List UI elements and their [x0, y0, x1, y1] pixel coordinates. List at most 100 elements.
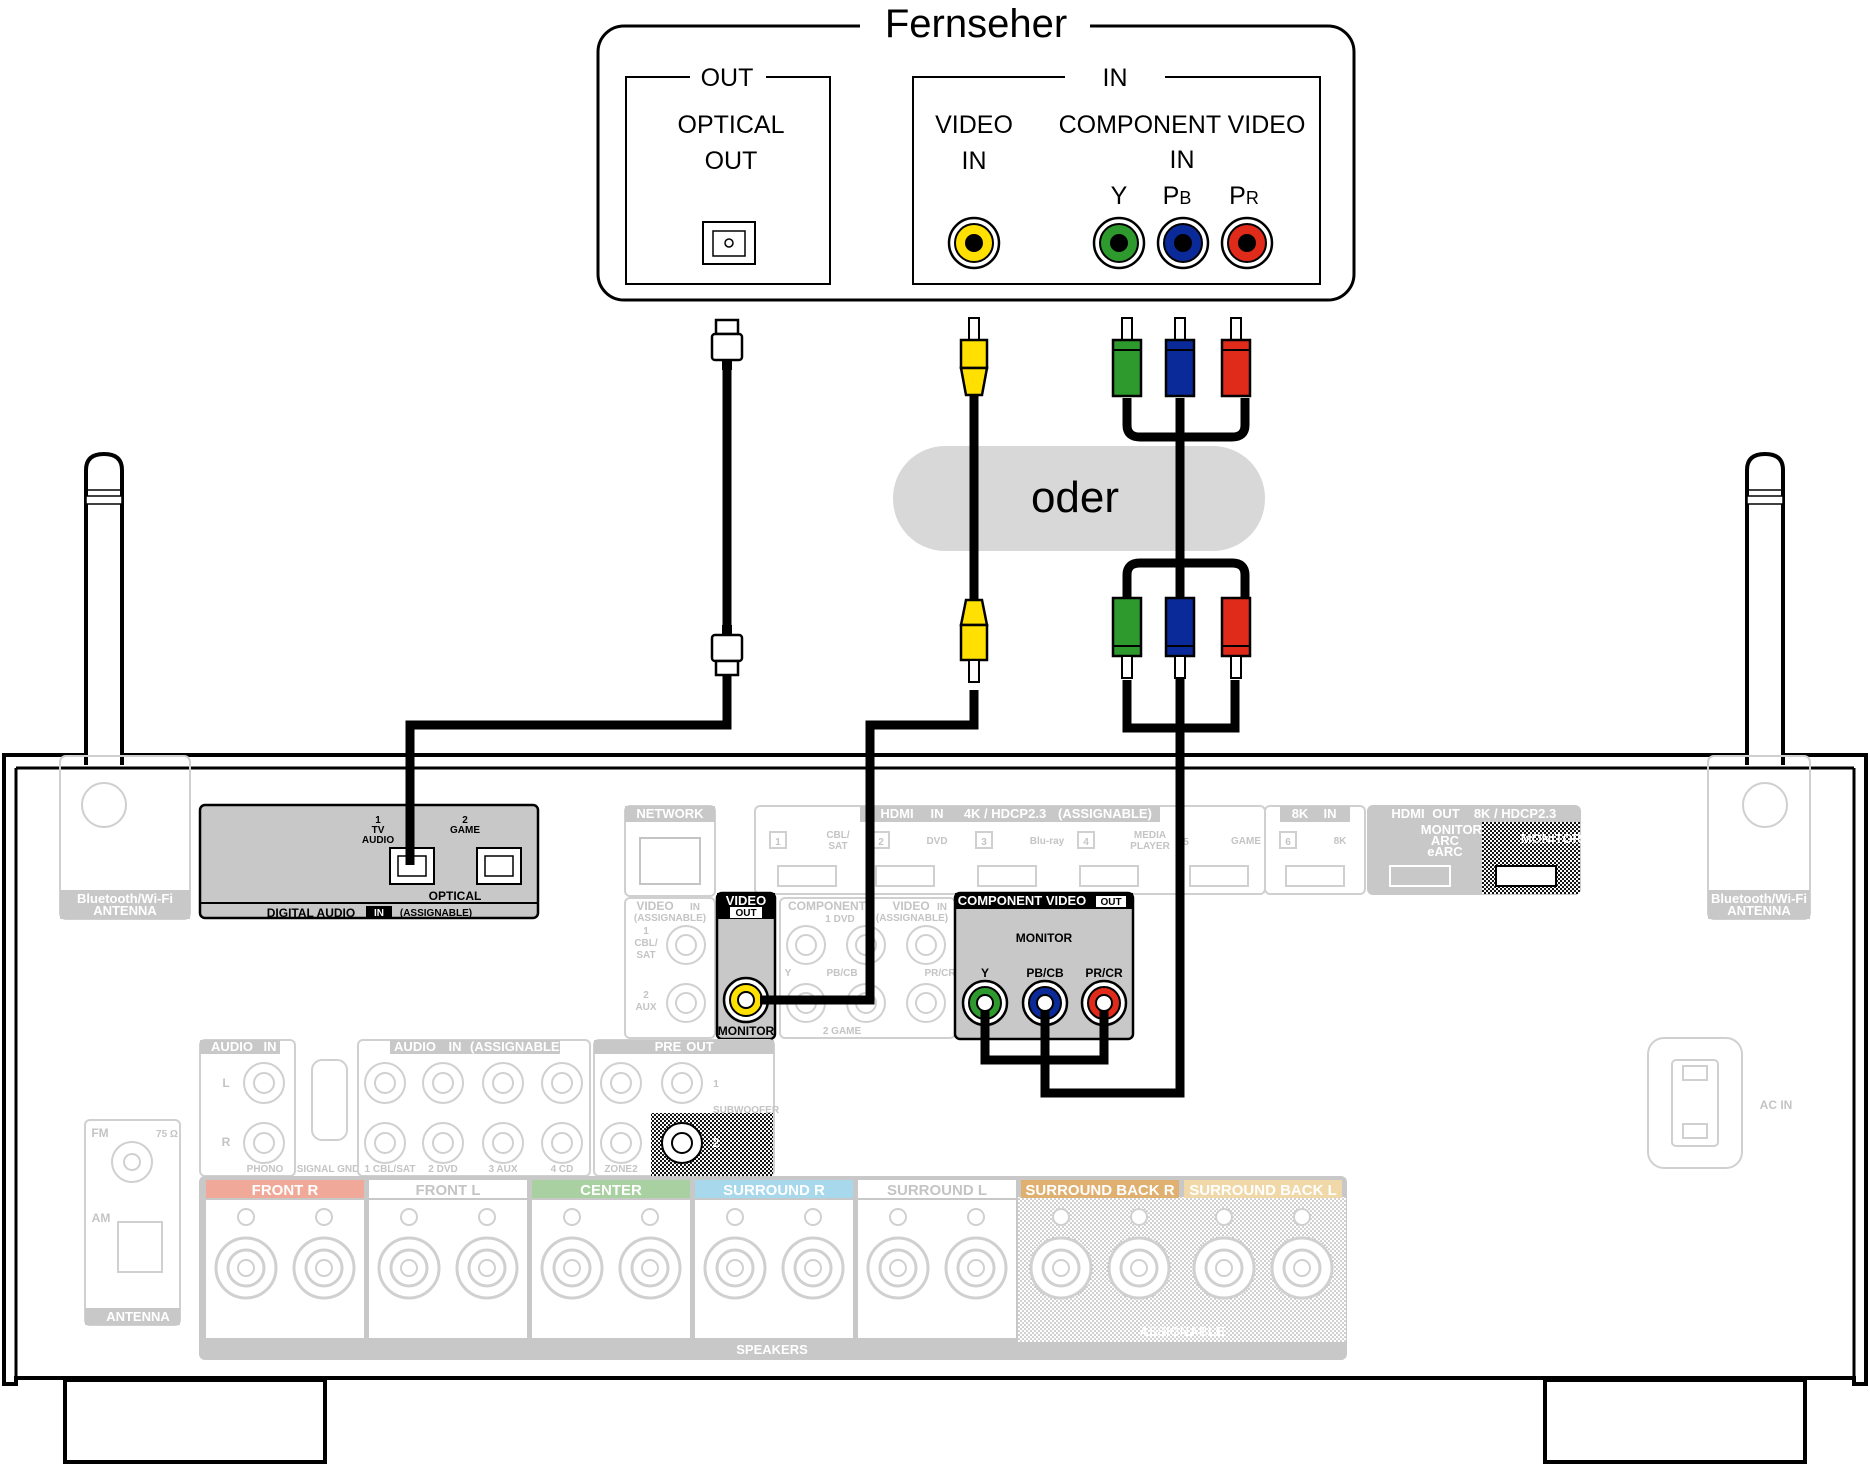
tv-component-pb-jack[interactable]: [1156, 216, 1210, 270]
svg-text:VIDEO: VIDEO: [892, 899, 929, 913]
speaker-terminal-plus[interactable]: [377, 1208, 441, 1300]
hdmi-in-port-3[interactable]: [977, 865, 1037, 887]
speaker-terminal-plus[interactable]: [703, 1208, 767, 1300]
ac-in-panel: AC IN: [1647, 1037, 1793, 1169]
speaker-terminal-minus[interactable]: [292, 1208, 356, 1300]
ac-in-socket[interactable]: [1647, 1037, 1743, 1169]
svg-text:R: R: [222, 1135, 231, 1149]
tv-component-y-jack[interactable]: [1092, 216, 1146, 270]
antenna-right[interactable]: [1745, 451, 1785, 765]
antenna-left[interactable]: [84, 451, 124, 765]
speaker-terminal-plus[interactable]: [214, 1208, 278, 1300]
speaker-group-front-l: FRONT L: [369, 1180, 527, 1338]
tv-optical-out-label-2: OUT: [705, 147, 758, 175]
svg-text:MEDIA: MEDIA: [1134, 830, 1166, 841]
speaker-terminal-minus[interactable]: [1270, 1208, 1334, 1300]
speaker-terminal-plus[interactable]: [866, 1208, 930, 1300]
hdmi-in-assignable: (ASSIGNABLE): [1058, 806, 1152, 821]
svg-text:CBL/: CBL/: [634, 938, 658, 949]
svg-text:ANTENNA: ANTENNA: [106, 1309, 170, 1324]
antenna-right-panel: Bluetooth/Wi-Fi ANTENNA: [1707, 755, 1811, 920]
composite-video-cable[interactable]: [760, 317, 989, 1005]
tv-optical-port[interactable]: [702, 221, 756, 265]
svg-text:IN: IN: [690, 902, 700, 913]
svg-text:4: 4: [1083, 837, 1089, 848]
component-out-pb-jack[interactable]: [1021, 979, 1069, 1027]
oder-label: oder: [1031, 473, 1119, 522]
am-antenna-terminal[interactable]: [117, 1221, 163, 1273]
svg-text:2: 2: [712, 1135, 719, 1150]
hdmi-in-port-5[interactable]: [1189, 865, 1249, 887]
tv-video-in-jack[interactable]: [947, 216, 1001, 270]
svg-text:4 CD: 4 CD: [551, 1164, 574, 1175]
svg-text:AM: AM: [92, 1211, 111, 1225]
svg-text:3 AUX: 3 AUX: [488, 1164, 517, 1175]
speaker-group-surround-r: SURROUND R: [695, 1180, 853, 1338]
tv-video-in-label-2: IN: [962, 147, 987, 175]
speaker-group-front-r: FRONT R: [206, 1180, 364, 1338]
hdmi-in-port-2[interactable]: [875, 865, 935, 887]
speaker-terminal-plus[interactable]: [1029, 1208, 1093, 1300]
component-out-pb-label: PB/CB: [1026, 966, 1064, 980]
signal-gnd-terminal[interactable]: [311, 1059, 348, 1141]
oder-badge: oder: [893, 446, 1265, 551]
speaker-terminal-plus[interactable]: [1192, 1208, 1256, 1300]
tv-pb-label: PB: [1163, 182, 1192, 210]
component-out-y-label: Y: [981, 966, 989, 980]
speaker-terminal-minus[interactable]: [781, 1208, 845, 1300]
hdmi-out-title: HDMI: [1391, 806, 1424, 821]
ac-in-label: AC IN: [1760, 1098, 1793, 1112]
hdmi-in-port-4[interactable]: [1079, 865, 1139, 887]
svg-text:SAT: SAT: [828, 841, 847, 852]
svg-text:1: 1: [713, 1079, 719, 1090]
speaker-terminal-minus[interactable]: [618, 1208, 682, 1300]
phono-r-jack[interactable]: [243, 1122, 285, 1164]
video-in-faint-panel: VIDEO IN (ASSIGNABLE) 1 CBL/ SAT 2 AUX: [624, 897, 716, 1039]
svg-text:1 DVD: 1 DVD: [825, 914, 854, 925]
antenna-left-label-1: Bluetooth/Wi-Fi: [77, 891, 173, 906]
svg-text:75 Ω: 75 Ω: [156, 1129, 178, 1140]
svg-text:5: 5: [1183, 837, 1189, 848]
network-label: NETWORK: [636, 806, 704, 821]
speaker-terminal-minus[interactable]: [1107, 1208, 1171, 1300]
speaker-group-surround-back-l: SURROUND BACK L: [1184, 1180, 1342, 1300]
speaker-terminal-plus[interactable]: [540, 1208, 604, 1300]
hdmi-in-title: HDMI: [880, 806, 913, 821]
svg-text:SAT: SAT: [636, 950, 655, 961]
hdmi-out-monitor2-port[interactable]: [1495, 865, 1557, 887]
fm-antenna-jack[interactable]: [111, 1141, 153, 1183]
component-video-cable[interactable]: [980, 317, 1252, 1098]
speaker-terminal-minus[interactable]: [944, 1208, 1008, 1300]
svg-text:L: L: [222, 1076, 229, 1090]
svg-text:IN: IN: [264, 1039, 277, 1054]
video-out-monitor-jack[interactable]: [722, 976, 770, 1024]
video-in-faint-jack-1[interactable]: [666, 925, 706, 965]
digital-audio-port1-num: 1: [375, 815, 381, 826]
tv-component-in-label-1: COMPONENT VIDEO: [1059, 111, 1306, 139]
svg-text:6: 6: [1285, 837, 1291, 848]
hdmi-in-port-6[interactable]: [1285, 865, 1345, 887]
tv-component-pr-jack[interactable]: [1220, 216, 1274, 270]
optical-cable[interactable]: [405, 318, 744, 865]
hdmi-in-port-1[interactable]: [777, 865, 837, 887]
svg-text:AUDIO: AUDIO: [211, 1039, 253, 1054]
speaker-group-label: SURROUND L: [887, 1182, 987, 1199]
svg-text:DVD: DVD: [926, 836, 947, 847]
antenna-left-label-2: ANTENNA: [93, 903, 157, 918]
video-in-faint-jack-2[interactable]: [666, 983, 706, 1023]
hdmi-out-monitor1-port[interactable]: [1389, 865, 1451, 887]
component-out-pr-jack[interactable]: [1080, 979, 1128, 1027]
speaker-group-center: CENTER: [532, 1180, 690, 1338]
phono-l-jack[interactable]: [243, 1062, 285, 1104]
optical-in-port-2[interactable]: [476, 847, 522, 885]
digital-audio-port2-num: 2: [462, 815, 468, 826]
hdmi-8k-badge: IN: [1324, 806, 1337, 821]
speaker-group-label: SURROUND R: [723, 1182, 825, 1199]
digital-audio-optical: OPTICAL: [429, 889, 482, 903]
svg-text:Blu-ray: Blu-ray: [1030, 836, 1065, 847]
svg-text:1: 1: [775, 837, 781, 848]
speaker-terminal-minus[interactable]: [455, 1208, 519, 1300]
hdmi-out-earc: eARC: [1427, 844, 1463, 859]
